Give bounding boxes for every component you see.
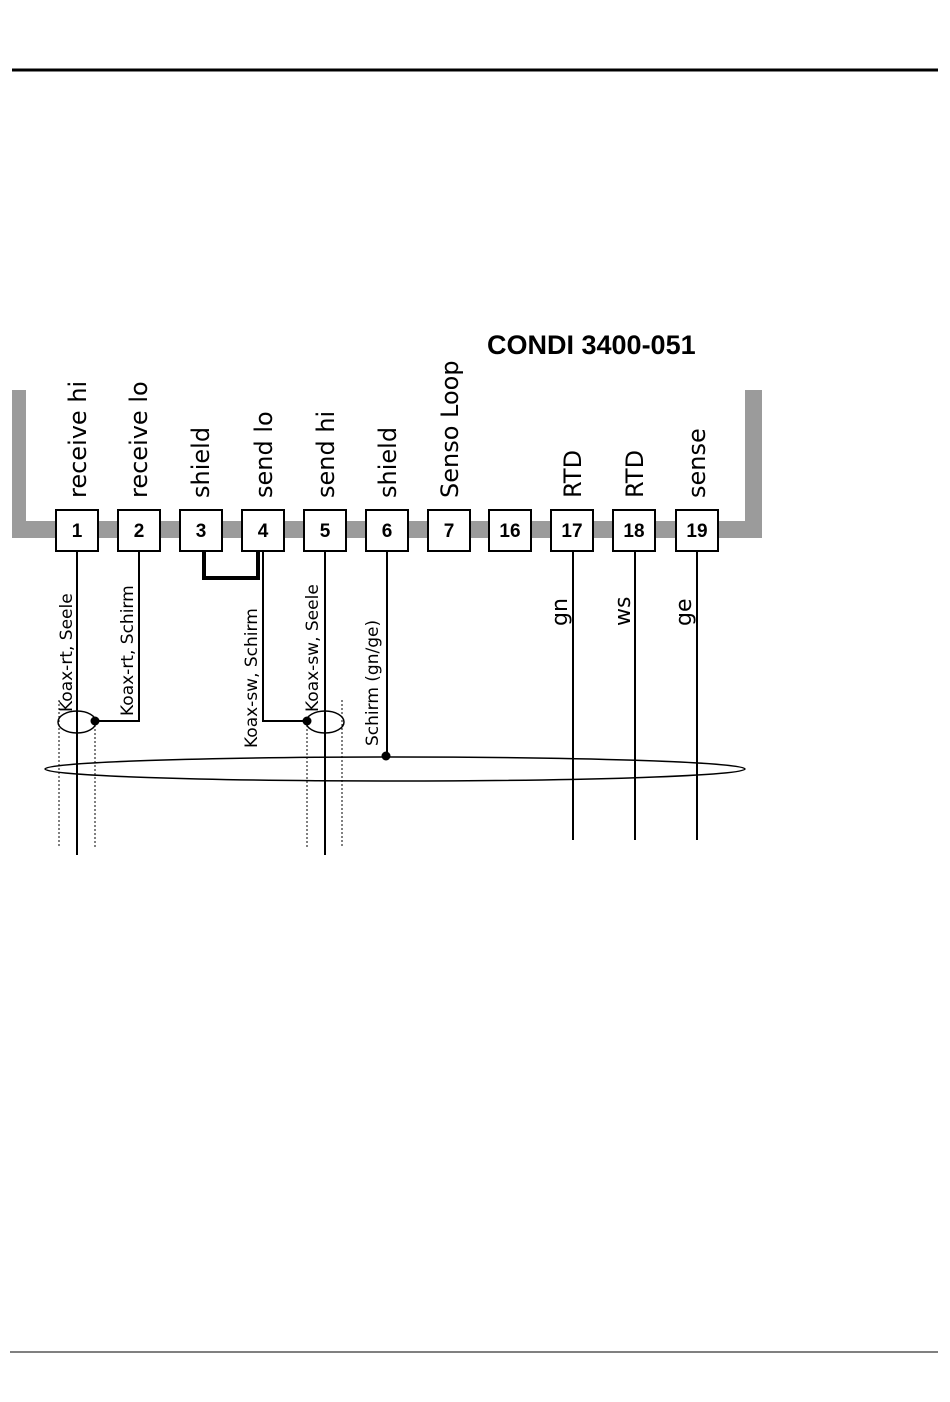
terminal-labels: receive hi receive lo shield send lo sen… (64, 360, 711, 498)
terminal-label-5: send hi (312, 411, 340, 498)
label-ge: ge (672, 599, 697, 627)
terminal-label-4: send lo (250, 411, 278, 498)
terminal-number-16: 16 (499, 521, 520, 542)
wire-koax-sw-schirm (263, 551, 307, 721)
wires (77, 551, 697, 855)
terminal-number-5: 5 (320, 521, 331, 542)
coax-shield-lines (59, 700, 342, 848)
terminal-label-2: receive lo (125, 381, 153, 498)
label-koax-rt-seele: Koax-rt, Seele (57, 593, 77, 712)
terminal-label-18: RTD (621, 450, 649, 498)
terminal-label-19: sense (683, 428, 711, 498)
terminal-number-2: 2 (134, 521, 145, 542)
terminal-number-4: 4 (258, 521, 269, 542)
label-ws: ws (611, 597, 636, 626)
terminal-label-17: RTD (559, 450, 587, 498)
device-title: CONDI 3400-051 (487, 330, 696, 360)
junction-dots (91, 717, 391, 761)
label-schirm: Schirm (gn/ge) (363, 620, 383, 746)
cable-bundle-ring (45, 757, 745, 781)
label-koax-sw-schirm: Koax-sw, Schirm (242, 608, 262, 748)
terminal-label-7: Senso Loop (436, 360, 464, 498)
label-gn: gn (548, 598, 573, 626)
terminal-number-18: 18 (623, 521, 644, 542)
label-koax-rt-schirm: Koax-rt, Schirm (118, 585, 138, 716)
wire-labels: Koax-rt, Seele Koax-rt, Schirm Koax-sw, … (57, 584, 697, 748)
terminal-label-6: shield (374, 427, 402, 498)
terminal-label-3: shield (187, 427, 215, 498)
terminal-number-7: 7 (444, 521, 455, 542)
terminal-number-6: 6 (382, 521, 393, 542)
terminal-number-19: 19 (686, 521, 707, 542)
terminal-number-1: 1 (72, 521, 83, 542)
label-koax-sw-seele: Koax-sw, Seele (303, 584, 323, 712)
terminal-number-3: 3 (196, 521, 207, 542)
jumper-3-4 (204, 551, 258, 578)
coax-rings (45, 711, 745, 781)
terminal-label-1: receive hi (64, 381, 92, 498)
terminal-number-17: 17 (561, 521, 582, 542)
